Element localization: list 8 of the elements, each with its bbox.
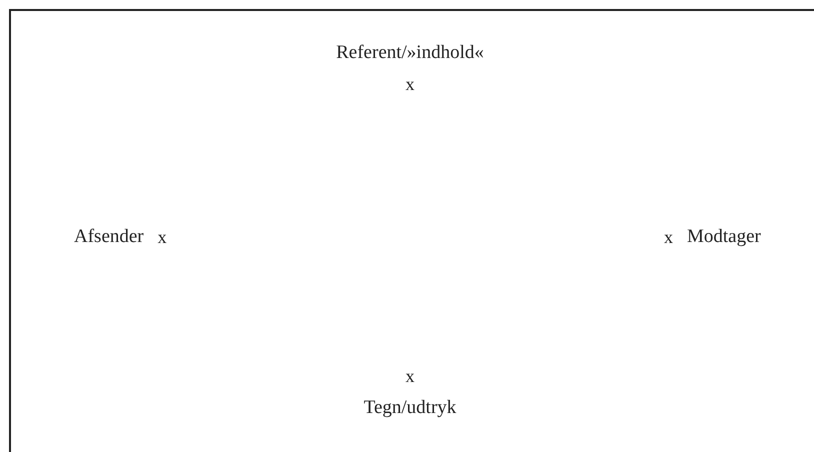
node-label: Referent/»indhold« bbox=[336, 42, 484, 64]
point-mark: x bbox=[158, 226, 167, 248]
node-label: Modtager bbox=[687, 226, 761, 248]
point-mark: x bbox=[406, 366, 414, 387]
point-mark: x bbox=[664, 226, 673, 248]
node-label: Afsender bbox=[74, 226, 144, 248]
node-label: Tegn/udtryk bbox=[364, 397, 456, 419]
point-mark: x bbox=[406, 74, 414, 95]
